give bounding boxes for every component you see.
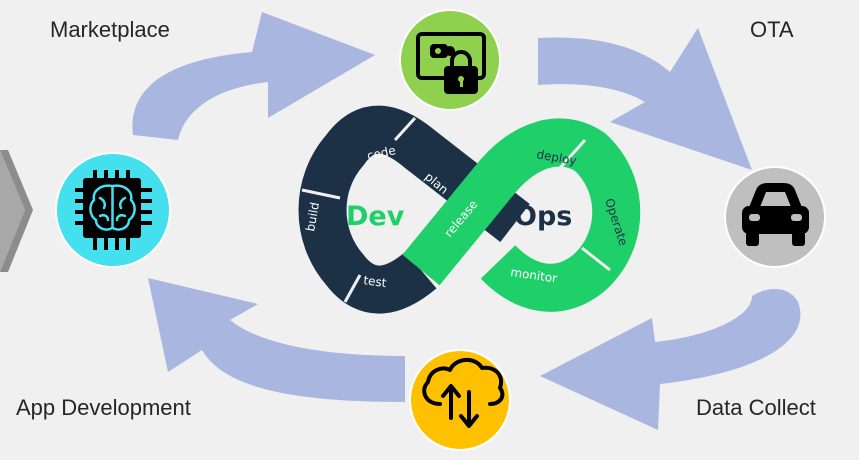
stage-test-label: test	[363, 273, 388, 290]
marketplace-node[interactable]	[399, 9, 501, 111]
arrow-to-app-development	[148, 278, 405, 402]
ai-chip-icon	[75, 170, 152, 250]
ops-ring	[402, 118, 641, 312]
data-collect-label: Data Collect	[696, 395, 816, 420]
dev-text: Dev	[346, 201, 405, 232]
left-chevron-shadow	[0, 150, 33, 272]
data-collect-node[interactable]	[409, 349, 511, 451]
ops-text: Ops	[514, 201, 572, 232]
arrow-to-data-collect	[540, 289, 801, 430]
ota-label: OTA	[750, 17, 794, 42]
stage-monitor-label: monitor	[510, 265, 559, 285]
arrow-to-ota	[538, 28, 752, 170]
ota-node[interactable]	[724, 166, 826, 268]
cloud-sync-icon	[422, 358, 505, 428]
dev-ring	[298, 105, 530, 314]
cycle-arrows	[132, 12, 801, 430]
devops-infinity-logo: code plan build test release deploy Oper…	[298, 105, 641, 314]
screen-lock-icon	[416, 32, 486, 94]
arrow-to-marketplace	[132, 12, 375, 140]
stage-deploy-label: deploy	[535, 147, 577, 168]
app-development-label: App Development	[16, 395, 191, 420]
car-icon	[742, 183, 809, 246]
stage-build-label: build	[303, 201, 322, 232]
app-development-node[interactable]	[55, 152, 171, 268]
stage-code-label: code	[366, 143, 397, 163]
marketplace-label: Marketplace	[50, 17, 170, 42]
left-chevron-shape	[0, 150, 25, 272]
